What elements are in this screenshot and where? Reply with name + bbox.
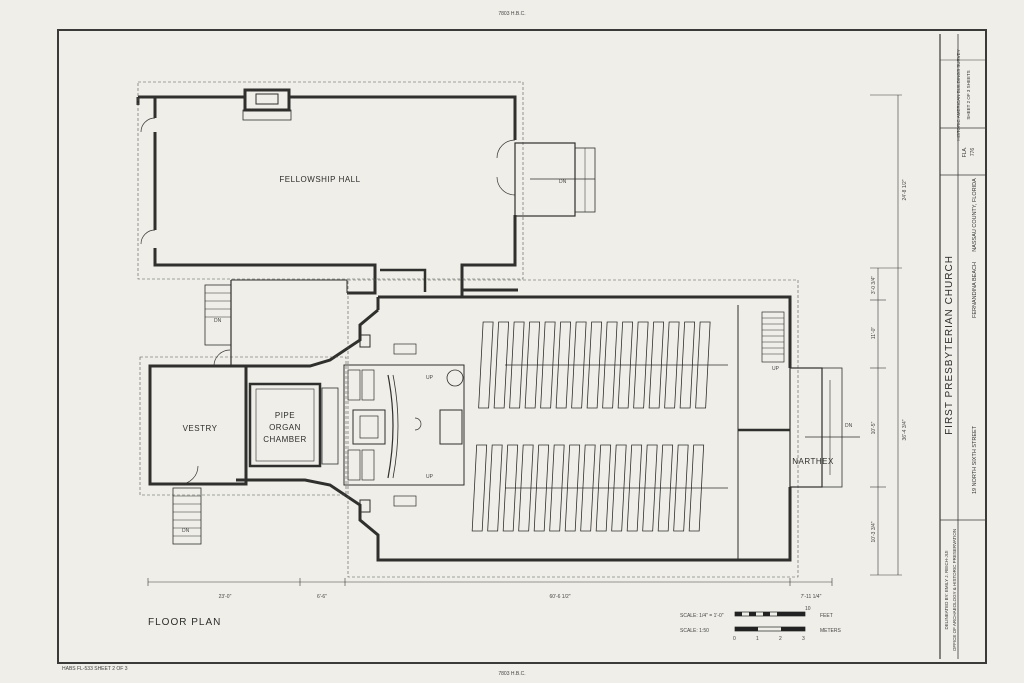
scale-m-3: 3: [802, 636, 805, 642]
pipe-organ-label-3: CHAMBER: [263, 435, 307, 444]
porch-dn-label: DN: [559, 179, 567, 185]
scale-m-0: 0: [733, 636, 736, 642]
dim-v5: 10'-3 3/4": [871, 521, 877, 542]
pew: [471, 444, 488, 532]
survey-name: HISTORIC AMERICAN BUILDINGS SURVEY: [956, 49, 961, 140]
link-stair: [204, 284, 232, 346]
scale-feet-unit: FEET: [820, 613, 833, 619]
fellowship-hall-label: FELLOWSHIP HALL: [279, 175, 360, 184]
sheet-count: SHEET 2 OF 3 SHEETS: [966, 70, 971, 119]
fellowship-foundation-line: [137, 81, 524, 280]
link-stair-dn: DN: [214, 318, 222, 324]
dim-d3: 60'-6 1/2": [549, 594, 570, 600]
pipe-organ-chamber-walls: [248, 382, 322, 468]
bottom-left-note: HABS FL-533 SHEET 2 OF 3: [62, 666, 128, 672]
vestry-walls: [148, 364, 248, 486]
dim-v2: 24'-8 1/2": [902, 179, 908, 200]
pulpit: [352, 409, 386, 445]
vestry-stair-dn: DN: [182, 528, 190, 534]
chancel-rail: [387, 374, 394, 479]
county: NASSAU COUNTY, FLORIDA: [972, 178, 978, 252]
pipe-organ-label-2: ORGAN: [269, 423, 301, 432]
chancel-up-1: UP: [426, 375, 434, 381]
communion-table: [439, 409, 463, 445]
dim-v4: 10'-5": [871, 421, 877, 434]
address: 19 NORTH SIXTH STREET: [972, 425, 978, 494]
bottom-note: 7803 H.B.C.: [498, 671, 525, 677]
narthex-label: NARTHEX: [792, 457, 834, 466]
city: FERNANDINA BEACH: [972, 262, 978, 318]
pew: [487, 444, 503, 532]
scale-meters-label: SCALE: 1:50: [680, 628, 709, 634]
habs-no-2: 776: [970, 148, 976, 157]
dim-v3: 11'-0": [871, 327, 877, 340]
habs-no: FLA.: [962, 147, 968, 158]
fellowship-hall-walls: [136, 95, 518, 295]
dim-d2: 6'-6": [317, 594, 327, 600]
narthex-stair-up: UP: [772, 366, 780, 372]
narthex-dn-label: DN: [845, 423, 853, 429]
narthex-stair: [761, 311, 785, 363]
vestry-label: VESTRY: [183, 424, 218, 433]
sanctuary-walls: [236, 290, 792, 562]
scale-m-2: 2: [779, 636, 782, 642]
delineator: DELINEATED BY: EMILY J. REICH-JIJI: [944, 550, 949, 629]
sanctuary-foundation-line: [347, 279, 799, 578]
pipe-organ-label-1: PIPE: [275, 411, 295, 420]
scale-bar-feet: SCALE: 1/4" = 1'-0" 10 FEET: [680, 606, 833, 619]
floor-plan-title: FLOOR PLAN: [148, 617, 221, 628]
dim-v6: 3'-0 3/4": [871, 276, 877, 295]
vestry-stair: [172, 487, 202, 545]
dim-v1: 36'-4 3/4": [902, 419, 908, 440]
scale-bar-meters: SCALE: 1:50 0 1 2 3 METERS: [680, 626, 842, 642]
church-name: FIRST PRESBYTERIAN CHURCH: [944, 255, 955, 435]
pew: [478, 321, 494, 409]
scale-meters-unit: METERS: [820, 628, 842, 634]
office: OFFICE OF ARCHAEOLOGY & HISTORIC PRESERV…: [952, 529, 957, 651]
chancel-platform: [343, 364, 465, 486]
fireplace: [243, 88, 291, 112]
sheet-border: [57, 29, 987, 664]
dim-d1: 23'-0": [219, 594, 232, 600]
dim-d4: 7'-11 1/4": [801, 594, 822, 600]
baptismal-font: [446, 369, 464, 387]
top-note: 7803 H.B.C.: [498, 11, 525, 17]
chancel-up-2: UP: [426, 474, 434, 480]
scale-feet-end: 10: [805, 606, 811, 612]
scale-m-1: 1: [756, 636, 759, 642]
narthex-porch: [789, 367, 823, 488]
scale-feet-label: SCALE: 1/4" = 1'-0": [680, 613, 724, 619]
